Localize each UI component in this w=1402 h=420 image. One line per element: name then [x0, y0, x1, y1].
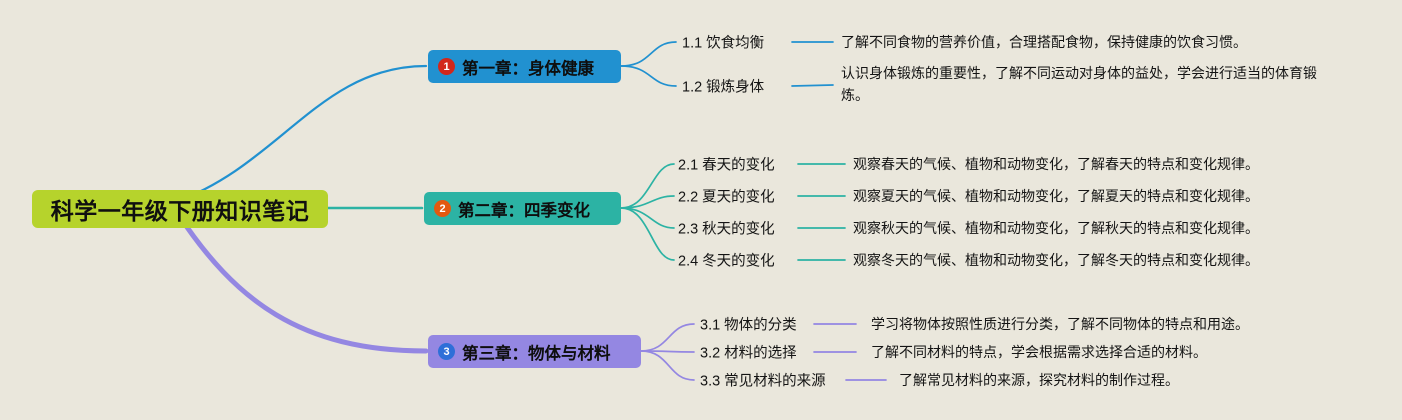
- detail-2-3-node[interactable]: 观察秋天的气候、植物和动物变化，了解秋天的特点和变化规律。: [853, 220, 1259, 236]
- subtopic-3-1-node[interactable]: 3.1 物体的分类: [700, 317, 797, 334]
- chapter1-number-badge: 1: [438, 58, 455, 75]
- subtopic-2-4-node[interactable]: 2.4 冬天的变化: [678, 253, 775, 270]
- chapter1-node[interactable]: 1 第一章：身体健康: [428, 50, 621, 83]
- chapter3-node[interactable]: 3 第三章：物体与材料: [428, 335, 641, 368]
- detail-1-1-node[interactable]: 了解不同食物的营养价值，合理搭配食物，保持健康的饮食习惯。: [841, 34, 1247, 50]
- root-to-chapter1-line: [173, 64, 428, 204]
- detail-1-2-node[interactable]: 认识身体锻炼的重要性，了解不同运动对身体的益处，学会进行适当的体育锻炼。: [841, 65, 1317, 103]
- chapter2-number-badge: 2: [434, 200, 451, 217]
- chapter3-number-badge: 3: [438, 343, 455, 360]
- chapter1-to-subtopic-1-2-line: [620, 65, 677, 87]
- chapter1-label: 第一章：身体健康: [462, 59, 594, 78]
- subtopic-3-3-node[interactable]: 3.3 常见材料的来源: [700, 373, 826, 390]
- detail-2-2-node[interactable]: 观察夏天的气候、植物和动物变化，了解夏天的特点和变化规律。: [853, 188, 1259, 204]
- detail-3-3-node[interactable]: 了解常见材料的来源，探究材料的制作过程。: [899, 372, 1179, 388]
- chapter2-to-subtopic-2-4-line: [620, 207, 675, 261]
- chapter3-label: 第三章：物体与材料: [462, 344, 611, 363]
- chapter2-to-subtopic-2-3-line: [620, 207, 675, 229]
- subtopic-1-2-to-detail-line: [791, 84, 834, 87]
- root-to-chapter3-line: [175, 211, 429, 354]
- chapter2-label: 第二章：四季变化: [458, 201, 590, 220]
- chapter2-node[interactable]: 2 第二章：四季变化: [424, 192, 621, 225]
- subtopic-3-2-node[interactable]: 3.2 材料的选择: [700, 345, 797, 362]
- subtopic-2-2-node[interactable]: 2.2 夏天的变化: [678, 189, 775, 206]
- detail-3-2-node[interactable]: 了解不同材料的特点，学会根据需求选择合适的材料。: [871, 344, 1207, 360]
- detail-2-4-node[interactable]: 观察冬天的气候、植物和动物变化，了解冬天的特点和变化规律。: [853, 252, 1259, 268]
- root-topic-label: 科学一年级下册知识笔记: [50, 198, 310, 224]
- subtopic-1-2-node[interactable]: 1.2 锻炼身体: [682, 79, 765, 96]
- chapter3-to-subtopic-3-3-line: [640, 350, 695, 381]
- chapter3-to-subtopic-3-1-line: [640, 323, 695, 352]
- subtopic-1-1-node[interactable]: 1.1 饮食均衡: [682, 35, 765, 52]
- chapter1-to-subtopic-1-1-line: [620, 41, 677, 67]
- subtopic-2-1-node[interactable]: 2.1 春天的变化: [678, 157, 775, 174]
- detail-3-1-node[interactable]: 学习将物体按照性质进行分类，了解不同物体的特点和用途。: [871, 316, 1249, 332]
- subtopic-2-3-node[interactable]: 2.3 秋天的变化: [678, 221, 775, 238]
- root-topic-node[interactable]: 科学一年级下册知识笔记: [32, 190, 328, 228]
- chapter2-to-subtopic-2-1-line: [620, 163, 675, 209]
- detail-2-1-node[interactable]: 观察春天的气候、植物和动物变化，了解春天的特点和变化规律。: [853, 156, 1259, 172]
